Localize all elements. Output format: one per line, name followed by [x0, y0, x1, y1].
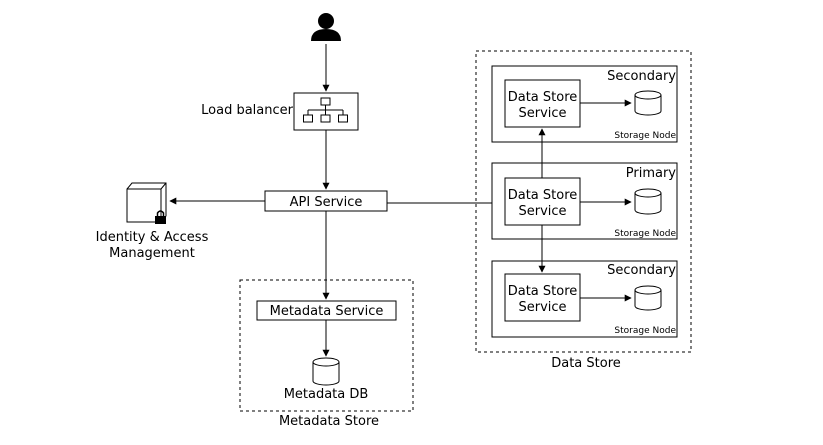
storage-node-label: Storage Node — [614, 131, 676, 141]
data-store-service-line1: Data Store — [508, 90, 578, 105]
storage-node-label: Storage Node — [614, 229, 676, 239]
data-store-service-line2: Service — [518, 204, 566, 219]
metadata-store-label: Metadata Store — [279, 414, 379, 429]
node-role-label: Primary — [626, 166, 677, 181]
storage-node-secondary-bottom: Secondary Data Store Service Storage Nod… — [491, 260, 678, 338]
storage-node-label: Storage Node — [614, 326, 676, 336]
storage-disk-icon — [634, 285, 662, 311]
load-balancer-icon — [293, 92, 359, 131]
iam-label-line1: Identity & Access — [96, 230, 209, 245]
node-role-label: Secondary — [607, 263, 676, 278]
data-store-service-line2: Service — [518, 106, 566, 121]
metadata-db-label: Metadata DB — [284, 387, 369, 402]
storage-node-secondary-top: Secondary Data Store Service Storage Nod… — [491, 65, 678, 143]
data-store-label: Data Store — [551, 356, 621, 371]
storage-node-primary: Primary Data Store Service Storage Node — [491, 162, 678, 240]
data-store-service-box — [504, 177, 581, 226]
load-balancer-label: Load balancer — [201, 103, 293, 118]
node-role-label: Secondary — [607, 69, 676, 84]
metadata-service-label: Metadata Service — [270, 304, 384, 319]
lock-cube-icon — [126, 182, 167, 224]
database-icon — [312, 357, 340, 386]
api-service-label: API Service — [290, 195, 363, 210]
iam-label-line2: Management — [109, 246, 195, 261]
metadata-store-container — [239, 279, 414, 412]
user-icon — [311, 13, 341, 41]
storage-disk-icon — [634, 90, 662, 116]
data-store-service-box — [504, 79, 581, 128]
data-store-service-line2: Service — [518, 300, 566, 315]
data-store-service-line1: Data Store — [508, 188, 578, 203]
data-store-service-line1: Data Store — [508, 284, 578, 299]
storage-disk-icon — [634, 188, 662, 215]
